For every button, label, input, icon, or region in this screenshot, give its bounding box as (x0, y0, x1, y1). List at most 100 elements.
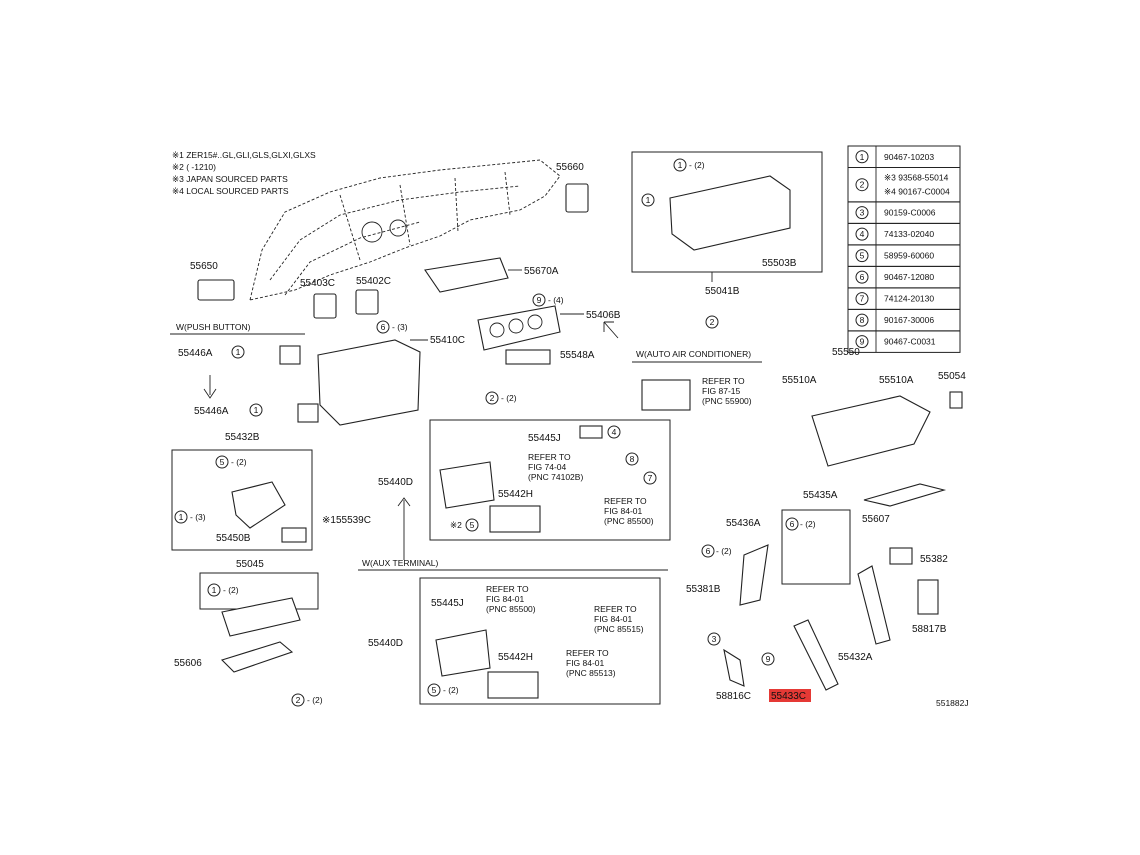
refer-line: FIG 74-04 (528, 462, 567, 472)
callout-6-3: - (3) (392, 322, 408, 332)
legend-part-number: 90467-12080 (884, 272, 934, 282)
box-55440d-1 (429, 419, 671, 541)
label-55436a: 55436A (726, 518, 761, 529)
label-55607: 55607 (862, 514, 890, 525)
svg-text:8: 8 (630, 454, 635, 464)
part-55402c-shape (355, 289, 379, 315)
legend-number: 6 (860, 272, 865, 282)
part-55410c-shape (317, 339, 421, 426)
svg-text:5: 5 (432, 685, 437, 695)
label-55442h-1: 55442H (498, 489, 533, 500)
label-58817b: 58817B (912, 624, 947, 635)
label-55446a-1: 55446A (178, 348, 213, 359)
label-58816c: 58816C (716, 691, 751, 702)
glovebox-detail-frame (631, 151, 823, 273)
svg-text:4: 4 (612, 427, 617, 437)
refer-line: (PNC 74102B) (528, 472, 583, 482)
legend-number: 7 (860, 294, 865, 304)
legend-number-badge (855, 270, 869, 284)
legend-part-number: ※3 93568-55014 (884, 173, 949, 183)
callout-5-2a: - (2) (231, 457, 247, 467)
legend-number-badge (855, 178, 869, 192)
label-55432b: 55432B (225, 432, 260, 443)
notes-block: ※1 ZER15#..GL,GLI,GLS,GLXI,GLXS ※2 ( -12… (172, 150, 316, 196)
header-aux-terminal: W(AUX TERMINAL) (362, 558, 439, 568)
legend-number-badge (855, 227, 869, 241)
legend-number: 4 (860, 229, 865, 239)
label-55606: 55606 (174, 658, 202, 669)
callout-5-2b: - (2) (443, 685, 459, 695)
callout-9-4: - (4) (548, 295, 564, 305)
part-glovebox-lid-shape (669, 175, 791, 251)
refer-line: FIG 84-01 (604, 506, 643, 516)
refer-line: (PNC 85500) (604, 516, 654, 526)
label-55445j-2: 55445J (431, 598, 464, 609)
svg-text:1: 1 (646, 195, 651, 205)
label-55503b: 55503B (762, 258, 797, 269)
label-55670a: 55670A (524, 266, 559, 277)
refer-line: REFER TO (604, 496, 647, 506)
label-55045: 55045 (236, 559, 264, 570)
legend-number: 1 (860, 152, 865, 162)
header-push-button: W(PUSH BUTTON) (176, 322, 251, 332)
label-55446a-2: 55446A (194, 406, 229, 417)
legend-number-badge (855, 150, 869, 164)
highlight-55433c (769, 689, 811, 702)
svg-text:2: 2 (296, 695, 301, 705)
svg-text:5: 5 (470, 520, 475, 530)
svg-text:1: 1 (236, 347, 241, 357)
svg-text:1: 1 (179, 512, 184, 522)
note-1: ※1 ZER15#..GL,GLI,GLS,GLXI,GLXS (172, 150, 316, 160)
part-55548a-shape (505, 349, 551, 365)
legend-number-badge (855, 313, 869, 327)
legend-part-number: 58959-60060 (884, 251, 934, 261)
callout-2-2a: - (2) (307, 695, 323, 705)
svg-text:1: 1 (254, 405, 259, 415)
callout-x2: ※2 (450, 520, 462, 530)
label-55381b: 55381B (686, 584, 721, 595)
callout-1-2b: - (2) (223, 585, 239, 595)
part-55550-glovebox-shape (811, 395, 931, 467)
refer-line: FIG 87-15 (702, 386, 741, 396)
label-55382: 55382 (920, 554, 948, 565)
label-55410c: 55410C (430, 335, 465, 346)
label-55432a: 55432A (838, 652, 873, 663)
legend-number: 5 (860, 251, 865, 261)
box-55432b (171, 449, 313, 551)
label-55442h-2: 55442H (498, 652, 533, 663)
refer-line: FIG 84-01 (566, 658, 605, 668)
legend-number: 9 (860, 337, 865, 347)
svg-text:5: 5 (220, 457, 225, 467)
legend-number-badge (855, 249, 869, 263)
legend-number-badge (855, 206, 869, 220)
svg-text:6: 6 (706, 546, 711, 556)
label-55435a: 55435A (803, 490, 838, 501)
svg-text:6: 6 (381, 322, 386, 332)
legend-part-number: 90167-30006 (884, 315, 934, 325)
label-55650: 55650 (190, 261, 218, 272)
label-55510a-right: 55510A (879, 375, 914, 386)
legend-number: 8 (860, 315, 865, 325)
figure-code: 551882J (936, 698, 969, 708)
refer-line: (PNC 85515) (594, 624, 644, 634)
label-55550: 55550 (832, 347, 860, 358)
legend-part-number: 90467-C0031 (884, 337, 936, 347)
legend-part-number: 90159-C0006 (884, 208, 936, 218)
label-55433c[interactable]: 55433C (771, 691, 806, 702)
refer-line: FIG 84-01 (594, 614, 633, 624)
svg-text:9: 9 (537, 295, 542, 305)
label-55450b: 55450B (216, 533, 251, 544)
refer-line: (PNC 85513) (566, 668, 616, 678)
label-55440d-2: 55440D (368, 638, 403, 649)
legend-row (847, 330, 961, 353)
callout-6-2a: - (2) (800, 519, 816, 529)
box-55440d-2 (419, 577, 661, 705)
label-55660: 55660 (556, 162, 584, 173)
label-55510a-left: 55510A (782, 375, 817, 386)
